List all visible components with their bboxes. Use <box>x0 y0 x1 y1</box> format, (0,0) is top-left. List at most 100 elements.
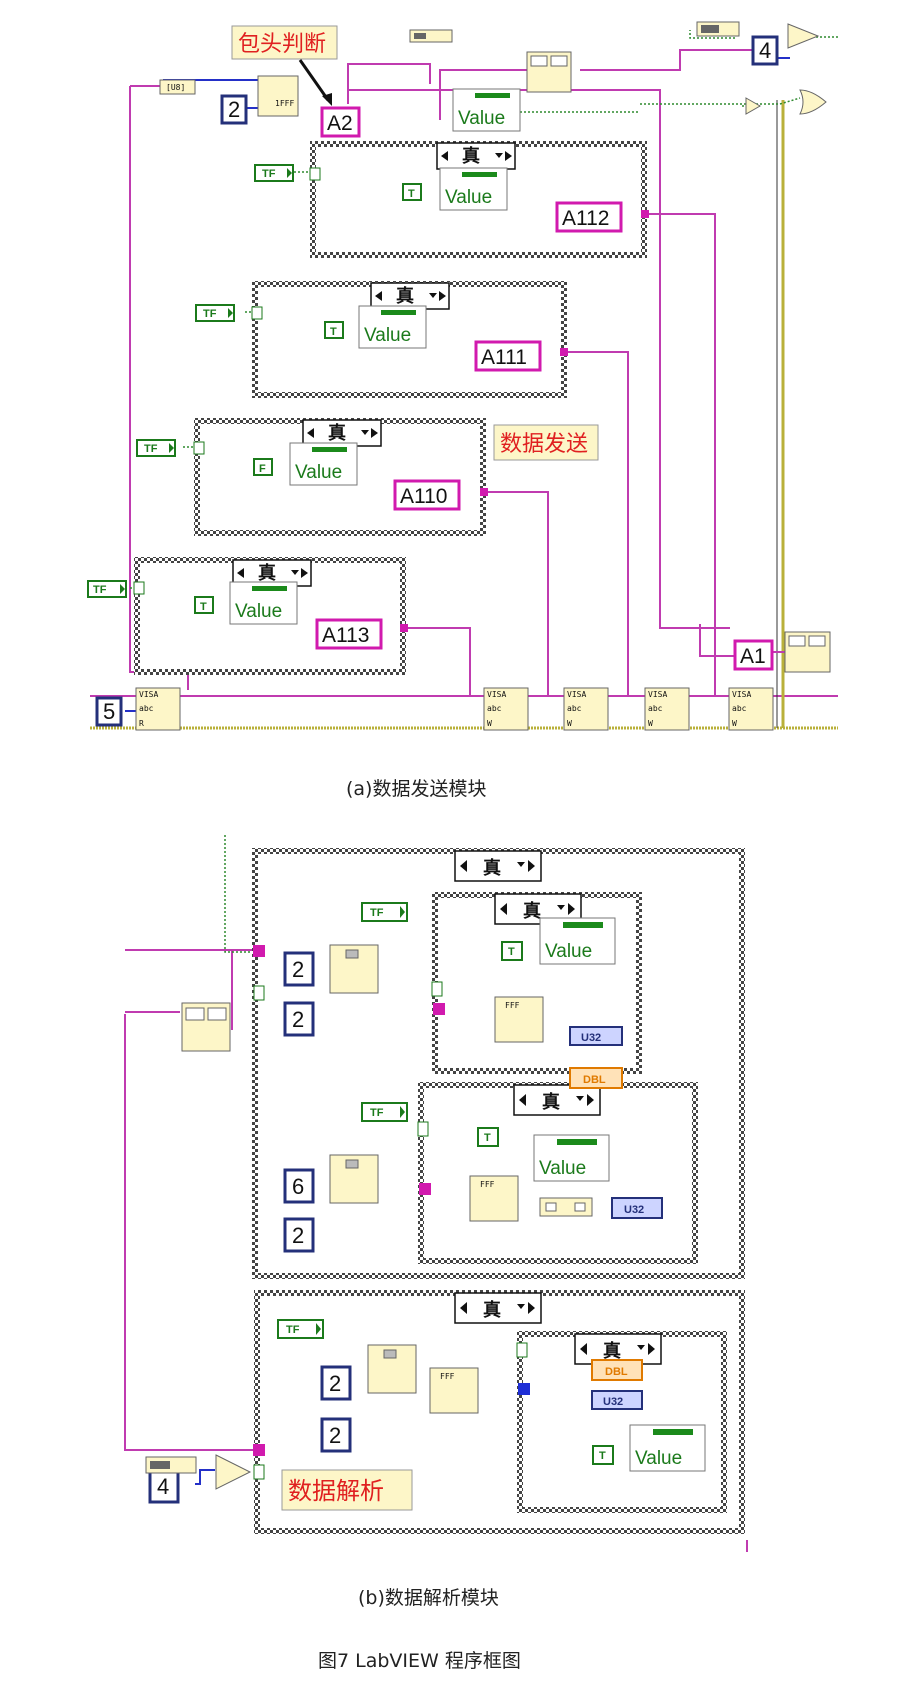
svg-text:A110: A110 <box>400 485 448 508</box>
tf-control[interactable]: TF <box>136 439 176 457</box>
visa-write-node[interactable]: VISA abc W <box>728 687 774 731</box>
match-pattern-node[interactable] <box>526 51 572 93</box>
svg-text:包头判断: 包头判断 <box>238 32 326 57</box>
string-subset-node[interactable] <box>329 944 379 994</box>
case-selector[interactable]: 真 <box>454 1292 542 1324</box>
or-node[interactable] <box>799 89 827 115</box>
numeric-constant[interactable]: 2 <box>320 1417 352 1453</box>
svg-text:U32: U32 <box>624 1204 644 1216</box>
value-property-node[interactable]: Value <box>358 305 427 349</box>
value-property-node[interactable]: Value <box>229 581 298 625</box>
visa-write-node[interactable]: VISA abc W <box>563 687 609 731</box>
dbl-indicator[interactable]: DBL <box>569 1067 623 1089</box>
scan-from-string-node[interactable]: 1FFF <box>257 75 299 117</box>
string-constant-a112[interactable]: A112 <box>555 201 623 233</box>
bool-constant[interactable]: T <box>477 1127 499 1147</box>
bool-constant[interactable]: T <box>592 1445 614 1465</box>
numeric-constant[interactable]: 2 <box>283 1217 315 1253</box>
value-property-node[interactable]: Value <box>452 88 521 132</box>
string-constant-a113[interactable]: A113 <box>315 618 383 650</box>
match-pattern-node[interactable] <box>181 1002 231 1052</box>
bool-constant[interactable]: T <box>501 941 523 961</box>
value-property-node[interactable]: Value <box>533 1134 610 1182</box>
value-property-node[interactable]: Value <box>289 442 358 486</box>
u32-indicator[interactable]: U32 <box>569 1026 623 1046</box>
bool-constant[interactable]: T <box>194 596 214 614</box>
case-selector[interactable]: 真 <box>302 419 382 447</box>
value-property-node[interactable]: Value <box>439 167 508 211</box>
svg-text:2: 2 <box>292 1007 304 1032</box>
numeric-constant[interactable]: 2 <box>320 1365 352 1401</box>
selector-terminal <box>251 306 263 320</box>
svg-text:Value: Value <box>235 601 282 622</box>
u32-indicator[interactable]: U32 <box>611 1197 663 1219</box>
string-subset-node[interactable] <box>329 1154 379 1204</box>
number-to-fraction-node[interactable] <box>539 1197 593 1217</box>
visa-read-node[interactable]: VISA abc R <box>135 687 181 731</box>
svg-text:U32: U32 <box>581 1032 601 1044</box>
value-property-node[interactable]: Value <box>629 1424 706 1472</box>
bool-constant[interactable]: T <box>324 321 344 339</box>
numeric-constant[interactable]: 2 <box>283 951 315 987</box>
u8-conversion-node[interactable]: [U8] <box>159 79 196 95</box>
case-selector[interactable]: 真 <box>370 282 450 310</box>
numeric-constant[interactable]: 2 <box>283 1001 315 1037</box>
svg-text:abc: abc <box>567 704 582 713</box>
tf-control[interactable]: TF <box>87 580 127 598</box>
dbl-indicator[interactable]: DBL <box>591 1359 643 1381</box>
svg-text:T: T <box>200 601 207 613</box>
svg-text:VISA: VISA <box>732 690 751 699</box>
numeric-constant-5[interactable]: 5 <box>95 696 123 727</box>
svg-text:abc: abc <box>139 704 154 713</box>
hex-to-number-node[interactable]: FFF <box>429 1367 479 1414</box>
tunnel <box>400 624 408 632</box>
numeric-constant-2[interactable]: 2 <box>220 94 248 125</box>
string-length-node[interactable] <box>145 1456 197 1474</box>
match-pattern-node[interactable] <box>784 631 831 673</box>
svg-text:4: 4 <box>759 38 771 63</box>
bool-constant[interactable]: F <box>253 458 273 476</box>
svg-text:数据发送: 数据发送 <box>500 432 588 457</box>
svg-text:W: W <box>732 719 737 728</box>
numeric-constant[interactable]: 4 <box>148 1468 180 1504</box>
case-selector[interactable]: 真 <box>454 850 542 882</box>
svg-text:VISA: VISA <box>648 690 667 699</box>
string-constant-a1[interactable]: A1 <box>733 639 774 671</box>
visa-write-node[interactable]: VISA abc W <box>644 687 690 731</box>
case-selector[interactable]: 真 <box>436 142 516 170</box>
not-node[interactable] <box>745 97 762 115</box>
tunnel <box>433 1003 445 1015</box>
svg-text:1FFF: 1FFF <box>275 99 294 108</box>
header-annotation: 包头判断 <box>231 25 338 106</box>
tf-control[interactable]: TF <box>361 1102 408 1122</box>
string-constant-a2[interactable]: A2 <box>320 106 361 138</box>
svg-text:A2: A2 <box>327 112 353 135</box>
u32-indicator[interactable]: U32 <box>591 1390 643 1410</box>
greater-than-node[interactable] <box>215 1454 252 1490</box>
case-selector[interactable]: 真 <box>513 1084 601 1116</box>
svg-text:DBL: DBL <box>605 1366 628 1378</box>
hex-to-number-node[interactable]: FFF <box>469 1175 519 1222</box>
string-constant-a111[interactable]: A111 <box>474 340 542 372</box>
numeric-constant[interactable]: 6 <box>283 1168 315 1204</box>
hex-to-number-node[interactable]: FFF <box>494 996 544 1043</box>
tf-control[interactable]: TF <box>254 164 294 182</box>
tf-control[interactable]: TF <box>277 1319 324 1339</box>
bool-constant[interactable]: T <box>402 183 422 201</box>
string-length-node[interactable] <box>696 21 740 37</box>
svg-text:abc: abc <box>732 704 747 713</box>
greater-than-node[interactable] <box>787 23 820 49</box>
string-constant-a110[interactable]: A110 <box>393 479 461 511</box>
svg-text:TF: TF <box>93 584 107 596</box>
selector-terminal <box>431 981 443 997</box>
visa-write-node[interactable]: VISA abc W <box>483 687 529 731</box>
value-property-node[interactable]: Value <box>539 917 616 965</box>
tf-control[interactable]: TF <box>195 304 235 322</box>
tf-control[interactable]: TF <box>361 902 408 922</box>
string-length-node[interactable] <box>409 29 453 43</box>
numeric-constant-4[interactable]: 4 <box>751 35 779 66</box>
selector-terminal <box>309 167 321 181</box>
part-a-diagram: 真 真 真 真 TF TF <box>87 21 838 731</box>
string-subset-node[interactable] <box>367 1344 417 1394</box>
